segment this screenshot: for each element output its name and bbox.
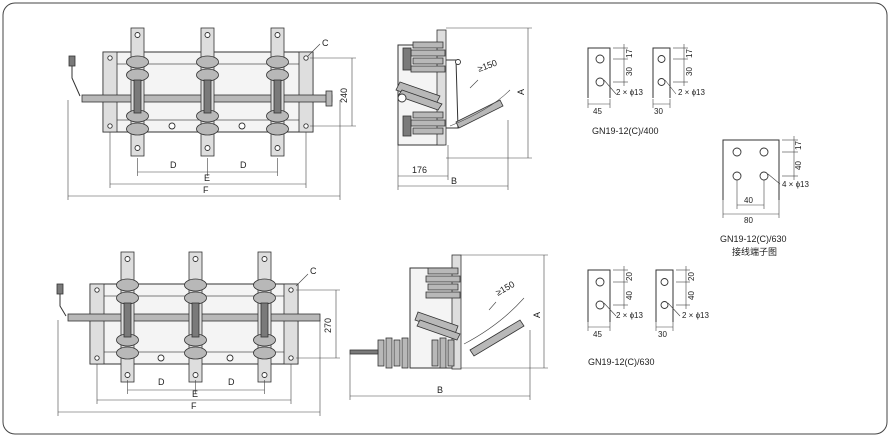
dim-20: 20 xyxy=(625,272,634,281)
label-b-630: B xyxy=(437,385,443,395)
dim-40: 40 xyxy=(794,161,803,170)
lower-insulator xyxy=(402,111,446,137)
pole-630-3 xyxy=(253,251,276,383)
operating-handle-630 xyxy=(56,283,64,295)
bottom-side-view: ≥150 A B xyxy=(349,254,548,400)
top-front-view: C D D E F 240 xyxy=(67,27,356,200)
dim-80: 80 xyxy=(744,216,753,225)
label-c: C xyxy=(322,38,329,48)
dim-40-width: 40 xyxy=(744,196,753,205)
dim-40: 40 xyxy=(687,291,696,300)
horizontal-insulator-630 xyxy=(349,337,455,369)
dim-45: 45 xyxy=(593,330,602,339)
dim-holes: 2 × ϕ13 xyxy=(682,311,709,320)
dim-holes: 2 × ϕ13 xyxy=(678,88,705,97)
label-f-630: F xyxy=(191,401,197,411)
dim-17: 17 xyxy=(625,49,634,58)
upper-insulator-630 xyxy=(425,267,461,299)
blade-insulator-630 xyxy=(414,311,461,341)
label-b: B xyxy=(451,176,457,186)
top-side-view: ≥150 A 176 B xyxy=(395,27,532,190)
label-height-240: 240 xyxy=(339,88,349,103)
dim-30-width: 30 xyxy=(654,107,663,116)
terminal-400-wide: 17 30 2 × ϕ13 45 xyxy=(587,44,643,116)
label-width-176: 176 xyxy=(412,165,427,175)
caption-terminal-diagram: 接线端子图 xyxy=(732,246,777,257)
label-d-2: D xyxy=(240,160,247,170)
blade-insulator xyxy=(395,81,443,111)
label-clearance: ≥150 xyxy=(476,58,498,74)
terminal-630-narrow: 20 40 2 × ϕ13 30 xyxy=(655,266,709,339)
pole-2 xyxy=(196,27,219,157)
dim-30: 30 xyxy=(625,67,634,76)
caption-model-400: GN19-12(C)/400 xyxy=(592,126,659,136)
dim-30-width: 30 xyxy=(658,330,667,339)
terminal-630-square: 17 40 4 × ϕ13 40 80 xyxy=(722,136,809,225)
terminal-630-wide: 20 40 2 × ϕ13 45 xyxy=(587,266,643,339)
label-d-630-1: D xyxy=(158,377,165,387)
opening-blade xyxy=(455,99,504,129)
dim-holes: 2 × ϕ13 xyxy=(616,88,643,97)
label-height-270: 270 xyxy=(323,318,333,333)
pole-1 xyxy=(126,27,149,157)
pole-3 xyxy=(266,27,289,157)
dim-holes: 2 × ϕ13 xyxy=(616,311,643,320)
dim-20: 20 xyxy=(687,272,696,281)
dim-17: 17 xyxy=(685,49,694,58)
label-e: E xyxy=(204,173,210,183)
label-a: A xyxy=(516,89,526,95)
label-c-630: C xyxy=(310,266,317,276)
label-clearance-630: ≥150 xyxy=(494,279,516,298)
label-d-630-2: D xyxy=(228,377,235,387)
terminal-400-narrow: 17 30 2 × ϕ13 30 xyxy=(652,44,705,116)
label-a-630: A xyxy=(532,312,542,318)
upper-insulator xyxy=(402,41,446,73)
opening-blade-630 xyxy=(469,319,525,357)
label-f: F xyxy=(203,185,209,195)
label-e-630: E xyxy=(192,389,198,399)
dim-holes: 4 × ϕ13 xyxy=(782,180,809,189)
dim-30: 30 xyxy=(685,67,694,76)
pole-630-1 xyxy=(116,251,139,383)
pole-630-2 xyxy=(184,251,207,383)
bottom-front-view: C D D E F 270 xyxy=(56,251,340,416)
dim-17: 17 xyxy=(794,141,803,150)
caption-model-630: GN19-12(C)/630 xyxy=(720,234,787,244)
sheet-border xyxy=(2,2,888,435)
dim-40: 40 xyxy=(625,291,634,300)
dim-45: 45 xyxy=(593,107,602,116)
caption-model-630-bottom: GN19-12(C)/630 xyxy=(588,357,655,367)
label-d-1: D xyxy=(170,160,177,170)
